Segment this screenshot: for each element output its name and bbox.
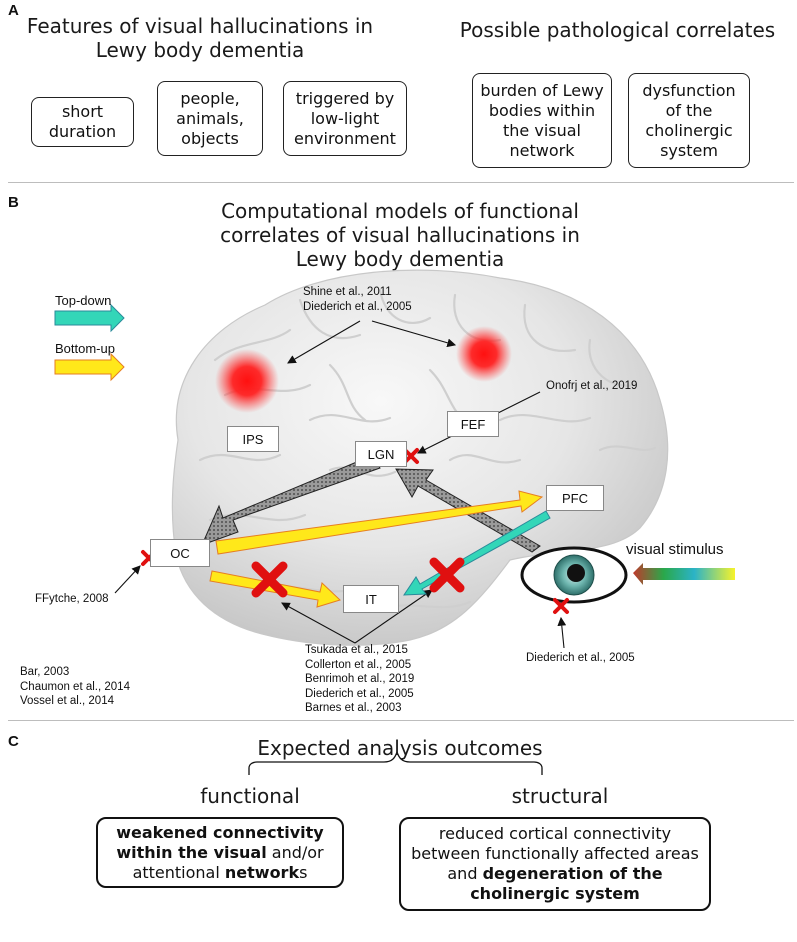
structural-text-1: reduced cortical connectivity between fu… bbox=[411, 824, 699, 883]
correlate-box-cholinergic: dysfunction of the cholinergic system bbox=[628, 73, 750, 168]
legend-bottom-up-arrow bbox=[54, 352, 125, 382]
outcome-brace bbox=[248, 749, 543, 775]
legend-bottom-up-label: Bottom-up bbox=[55, 341, 115, 356]
divider-b-c bbox=[8, 720, 794, 721]
functional-text-2: and/or attentional bbox=[132, 842, 324, 882]
visual-stimulus-label: visual stimulus bbox=[626, 541, 724, 558]
pointer-it-left bbox=[281, 602, 356, 644]
x-marker-lgn bbox=[403, 448, 419, 464]
panel-a-letter: A bbox=[8, 2, 19, 19]
panel-c-title: Expected analysis outcomes bbox=[257, 736, 543, 760]
region-ips: IPS bbox=[227, 426, 279, 452]
ref-general: Bar, 2003 Chaumon et al., 2014 Vossel et… bbox=[20, 666, 130, 707]
eye-icon bbox=[520, 546, 628, 604]
x-marker-oc-it bbox=[251, 561, 288, 598]
structural-bold-2: degeneration of the cholinergic system bbox=[470, 864, 663, 903]
stimulus-arrow bbox=[633, 563, 735, 585]
pointer-it-right bbox=[354, 589, 433, 644]
fef-hotspot bbox=[456, 326, 512, 382]
panel-b-letter: B bbox=[8, 194, 19, 211]
structural-label: structural bbox=[511, 784, 609, 808]
functional-outcome-box: weakened connectivity within the visual … bbox=[96, 817, 344, 888]
functional-text-4: s bbox=[299, 862, 308, 882]
pointer-shine-ips bbox=[287, 320, 361, 364]
panel-c-letter: C bbox=[8, 733, 19, 750]
arrow-lgn-to-oc bbox=[201, 455, 381, 546]
pointer-ffytche-oc bbox=[114, 565, 141, 594]
ref-it-group: Tsukada et al., 2015 Collerton et al., 2… bbox=[305, 644, 415, 714]
x-marker-pfc-it bbox=[429, 557, 465, 593]
region-lgn: LGN bbox=[355, 441, 407, 467]
functional-bold-1: weakened connectivity within the visual bbox=[116, 822, 324, 862]
pointer-eye bbox=[557, 616, 567, 649]
features-title: Features of visual hallucinations in Lew… bbox=[26, 14, 374, 62]
arrow-oc-to-pfc bbox=[215, 490, 544, 555]
legend-top-down-label: Top-down bbox=[55, 293, 112, 308]
correlates-title: Possible pathological correlates bbox=[459, 18, 776, 42]
region-pfc: PFC bbox=[546, 485, 604, 511]
ips-hotspot bbox=[215, 349, 279, 413]
pointer-shine-fef bbox=[371, 320, 457, 348]
divider-a-b bbox=[8, 182, 794, 183]
region-fef: FEF bbox=[447, 411, 499, 437]
structural-outcome-box: reduced cortical connectivity between fu… bbox=[399, 817, 711, 911]
region-oc: OC bbox=[150, 539, 210, 567]
ref-onofrj: Onofrj et al., 2019 bbox=[546, 380, 638, 392]
feature-box-low-light: triggered by low-light environment bbox=[283, 81, 407, 156]
legend-top-down-arrow bbox=[54, 303, 125, 333]
functional-bold-3: network bbox=[224, 862, 300, 882]
feature-box-people-animals-objects: people, animals, objects bbox=[157, 81, 263, 156]
x-marker-eye bbox=[553, 598, 569, 614]
region-it: IT bbox=[343, 585, 399, 613]
ref-ffytche: FFytche, 2008 bbox=[35, 593, 109, 605]
correlate-box-lewy-bodies: burden of Lewy bodies within the visual … bbox=[472, 73, 612, 168]
ref-eye: Diederich et al., 2005 bbox=[526, 652, 635, 664]
functional-label: functional bbox=[200, 784, 300, 808]
panel-b-title: Computational models of functional corre… bbox=[220, 199, 580, 271]
ref-shine-diederich: Shine et al., 2011 Diederich et al., 200… bbox=[303, 286, 412, 313]
feature-box-short-duration: short duration bbox=[31, 97, 134, 147]
